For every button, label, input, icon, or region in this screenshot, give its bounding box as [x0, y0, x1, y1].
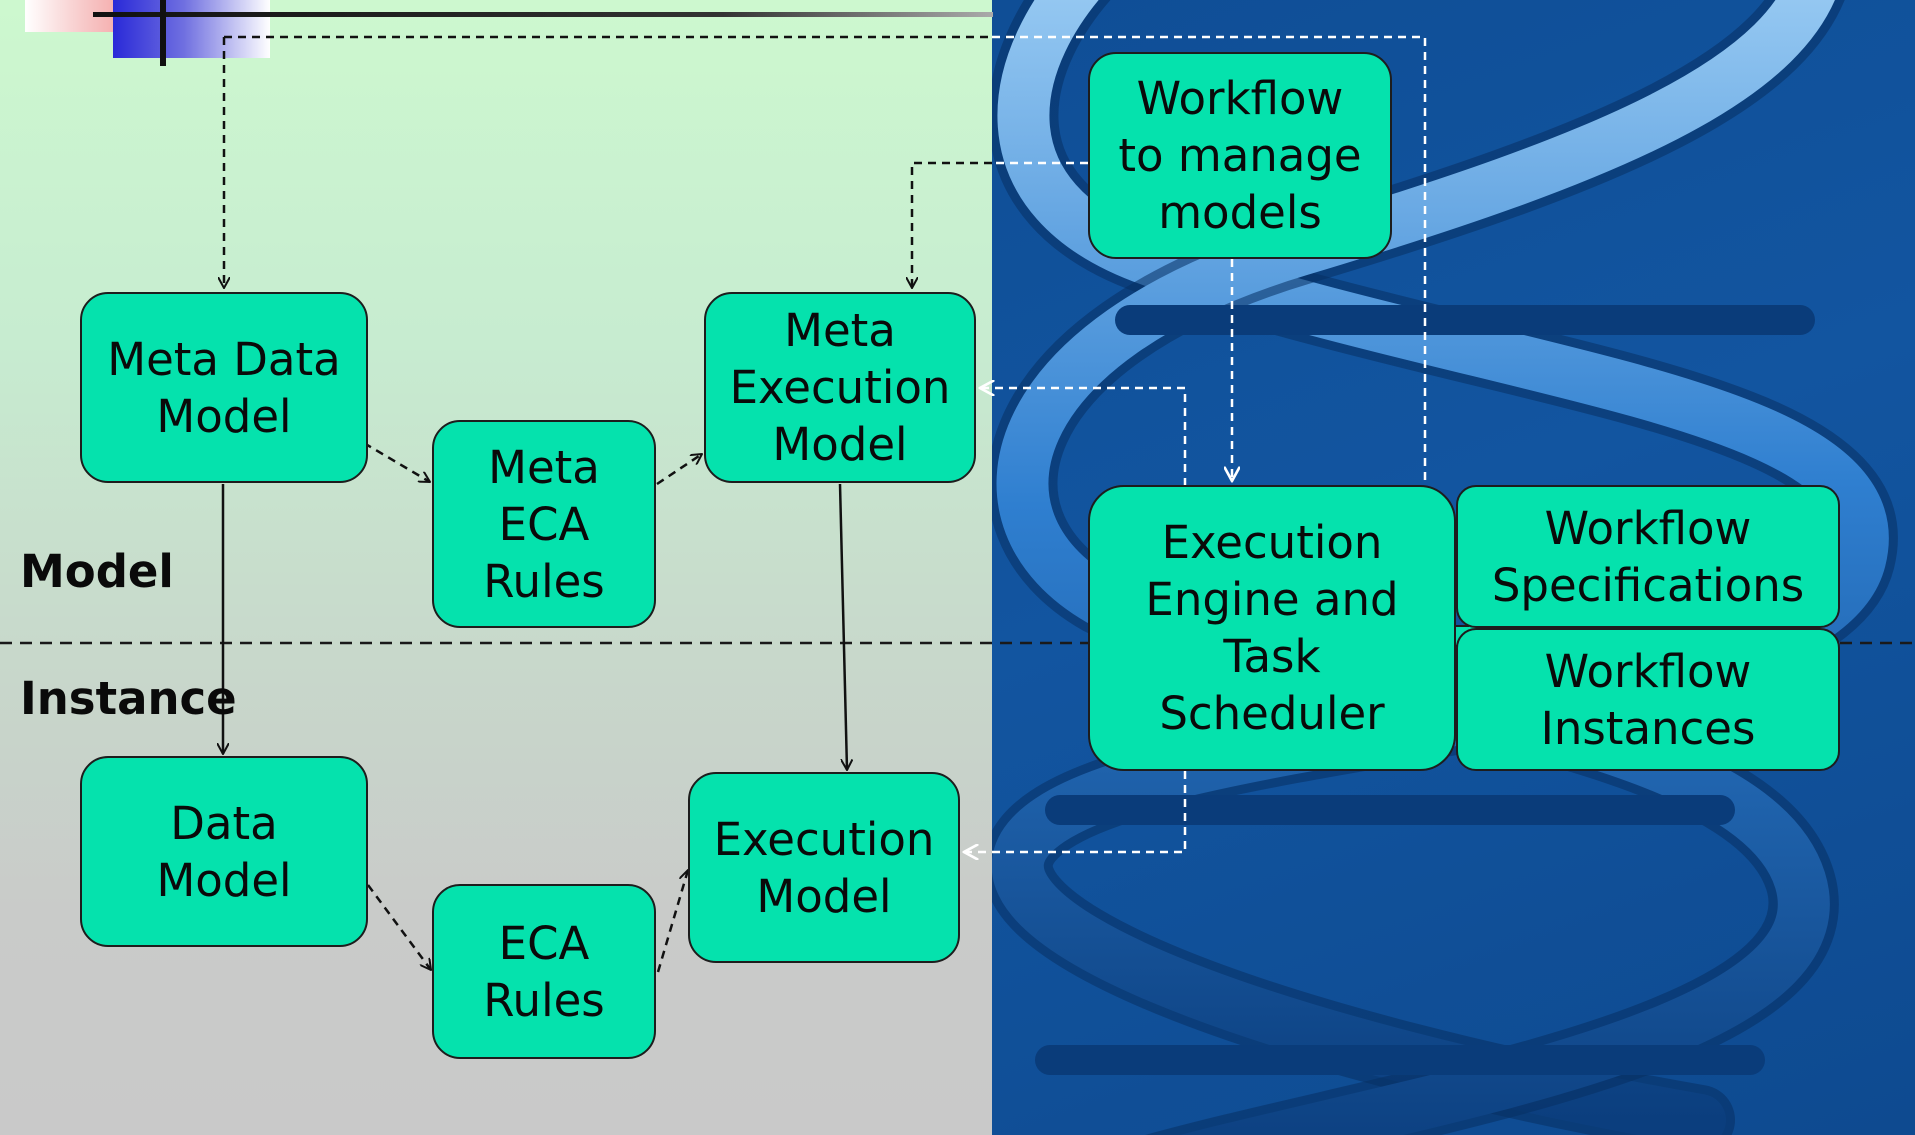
dashed-connector	[992, 35, 1427, 486]
box-meta-eca-rules: Meta ECA Rules	[432, 420, 656, 628]
box-execution-model: Execution Model	[688, 772, 960, 963]
dashed-connector	[366, 884, 431, 970]
corner-line-vertical	[160, 0, 166, 66]
box-meta-data-model: Meta Data Model	[80, 292, 368, 483]
section-label-instance: Instance	[20, 672, 237, 725]
corner-line-horizontal	[93, 12, 993, 17]
box-execution-model-text: Execution Model	[713, 812, 935, 923]
corner-square-blue	[113, 0, 270, 58]
box-eca-rules-text: ECA Rules	[483, 916, 605, 1027]
box-workflow-manage-models: Workflow to manage models	[1088, 52, 1392, 259]
solid-connector	[838, 483, 847, 770]
box-workflow-specifications-text: Workflow Specifications	[1491, 501, 1805, 612]
box-workflow-instances: Workflow Instances	[1456, 628, 1840, 771]
box-execution-engine: Execution Engine and Task Scheduler	[1088, 485, 1456, 771]
dashed-connector	[912, 161, 992, 288]
box-meta-data-model-text: Meta Data Model	[107, 332, 341, 443]
box-eca-rules: ECA Rules	[432, 884, 656, 1059]
dashed-connector	[656, 454, 702, 486]
box-workflow-specifications: Workflow Specifications	[1456, 485, 1840, 628]
slide-corner-logo	[25, 0, 993, 66]
box-meta-eca-rules-text: Meta ECA Rules	[483, 440, 605, 608]
section-label-model: Model	[20, 545, 174, 598]
box-execution-engine-text: Execution Engine and Task Scheduler	[1145, 516, 1399, 740]
dashed-connector	[964, 771, 1187, 852]
box-workflow-instances-text: Workflow Instances	[1540, 644, 1756, 755]
box-data-model: Data Model	[80, 756, 368, 947]
dashed-connector	[980, 388, 1187, 486]
box-meta-execution-model: Meta Execution Model	[704, 292, 976, 483]
box-meta-execution-model-text: Meta Execution Model	[729, 304, 951, 471]
dashed-connector	[656, 870, 688, 973]
box-data-model-text: Data Model	[156, 796, 292, 907]
box-workflow-manage-models-text: Workflow to manage models	[1118, 72, 1362, 239]
